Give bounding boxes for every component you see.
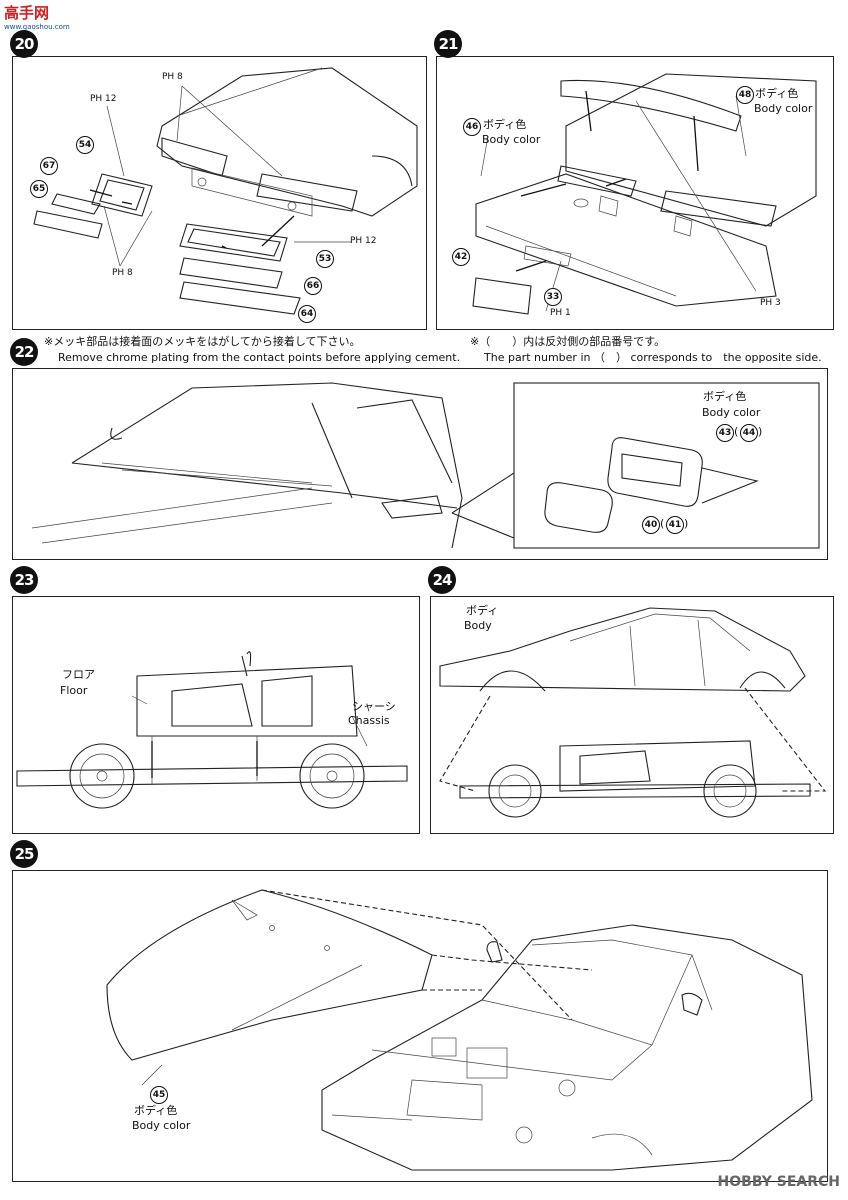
step-22-drawing (31, 382, 820, 549)
part-66: 66 (304, 277, 322, 295)
step-23-drawing (16, 651, 408, 809)
watermark-text: 高手网 (4, 4, 50, 22)
part-67: 67 (40, 157, 58, 175)
step-24-number: 24 (428, 566, 456, 594)
body-color-jp-48: ボディ色 (755, 87, 799, 100)
body-color-jp-mirror: ボディ色 (703, 390, 747, 403)
part-45: 45 (150, 1086, 168, 1104)
ph12-label-a: PH 12 (90, 94, 117, 104)
part-40: 40 (642, 516, 660, 534)
chassis-label-en: Chassis (348, 714, 390, 727)
step-20-drawing (33, 67, 418, 315)
paren-close-41: ) (684, 517, 689, 530)
step-21-drawing (472, 73, 817, 315)
paren-open-44: ( (734, 425, 739, 438)
part-46: 46 (463, 118, 481, 136)
step-25-panel (12, 870, 828, 1182)
step-24-drawing (439, 607, 827, 818)
part-42: 42 (452, 248, 470, 266)
part-65: 65 (30, 180, 48, 198)
hobby-search-text: HOBBY SEARCH (717, 1174, 840, 1190)
step-22-panel (12, 368, 828, 560)
step-25-number: 25 (10, 840, 38, 868)
step-21-number: 21 (434, 30, 462, 58)
ph8-label-a: PH 8 (162, 72, 183, 82)
opposite-side-note-jp: ※（ ）内は反対側の部品番号です。 (470, 335, 666, 348)
body-color-jp-46: ボディ色 (483, 118, 527, 131)
body-color-en-46: Body color (482, 133, 541, 146)
paren-close-44: ) (758, 425, 763, 438)
hobby-search-logo: HOBBY SEARCH (718, 1174, 840, 1190)
body-color-jp-hood: ボディ色 (134, 1104, 178, 1117)
part-41: 41 (666, 516, 684, 534)
part-44: 44 (740, 424, 758, 442)
step-21-panel (436, 56, 834, 330)
step-22-number: 22 (10, 338, 38, 366)
part-43: 43 (716, 424, 734, 442)
ph1-label: PH 1 (550, 308, 571, 318)
part-33: 33 (544, 288, 562, 306)
opposite-side-note-en: The part number in （ ） corresponds to th… (484, 351, 822, 364)
body-color-en-hood: Body color (132, 1119, 191, 1132)
part-64: 64 (298, 305, 316, 323)
step-25-drawing (106, 889, 813, 1171)
chrome-note-jp: ※メッキ部品は接着面のメッキをはがしてから接着して下さい。 (44, 335, 361, 348)
chrome-note-en: Remove chrome plating from the contact p… (58, 351, 461, 364)
watermark-sub: www.gaoshou.com (4, 23, 70, 31)
floor-label-en: Floor (60, 684, 88, 697)
body-color-en-mirror: Body color (702, 406, 761, 419)
body-label-jp: ボディ (466, 604, 499, 617)
ph12-label-b: PH 12 (350, 236, 377, 246)
part-48: 48 (736, 86, 754, 104)
step-20-number: 20 (10, 30, 38, 58)
body-color-en-48: Body color (754, 102, 813, 115)
paren-open-41: ( (660, 517, 665, 530)
floor-label-jp: フロア (62, 668, 95, 681)
watermark-logo: 高手网 www.gaoshou.com (4, 2, 70, 31)
part-53: 53 (316, 250, 334, 268)
ph3-label: PH 3 (760, 298, 781, 308)
step-23-panel (12, 596, 420, 834)
ph8-label-b: PH 8 (112, 268, 133, 278)
body-label-en: Body (464, 619, 492, 632)
step-23-number: 23 (10, 566, 38, 594)
chassis-label-jp: シャーシ (352, 700, 396, 713)
part-54: 54 (76, 136, 94, 154)
